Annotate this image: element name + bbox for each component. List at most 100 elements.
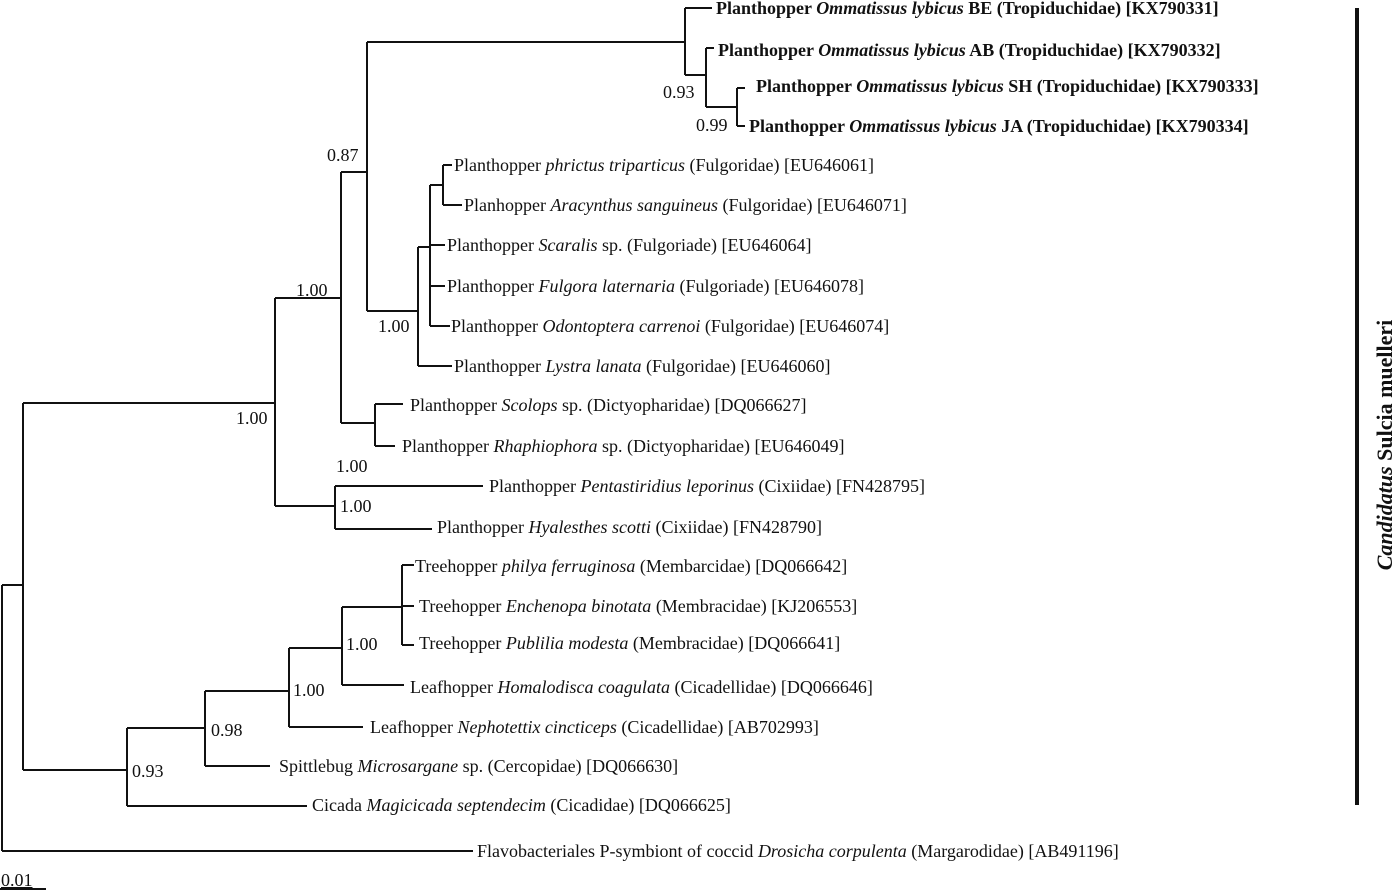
taxon-label-italic: philya ferruginosa [500,556,636,576]
taxon-label-italic: Scolops [502,395,558,415]
support-value: 1.00 [296,280,328,300]
taxon-label-italic: Lystra lanata [545,356,642,376]
taxon-label: Planthopper Ommatissus lybicus JA (Tropi… [749,116,1249,137]
taxon-label-prefix: Flavobacteriales P-symbiont of coccid [477,841,758,861]
taxon-label-suffix: (Fulgoridae) [EU646074] [700,316,889,337]
taxon-label-italic: Ommatissus lybicus [816,0,964,18]
taxon-label-italic: Enchenopa binotata [505,596,651,616]
taxon-label-suffix: (Fulgoridae) [EU646060] [641,356,830,377]
taxon-label: Planthopper Hyalesthes scotti (Cixiidae)… [437,517,822,538]
taxon-label-suffix: (Fulgoriade) [EU646078] [675,276,864,297]
taxon-label: Planthopper phrictus triparticus (Fulgor… [454,155,874,176]
taxon-label-prefix: Cicada [312,795,366,815]
taxon-label-italic: Microsargane [357,756,459,776]
taxon-label-suffix: (Cixiidae) [FN428790] [651,517,822,538]
taxon-label-suffix: (Membarcidae) [DQ066642] [635,556,847,577]
taxon-label: Planthopper Lystra lanata (Fulgoridae) [… [454,356,830,377]
taxon-label-italic: Magicicada septendecim [365,795,545,815]
taxon-label-italic: Aracynthus sanguineus [549,195,717,215]
taxon-label-suffix: (Cicadellidae) [AB702993] [617,717,819,738]
taxon-label: Planthopper Fulgora laternaria (Fulgoria… [447,276,864,297]
taxon-label: Leafhopper Homalodisca coagulata (Cicade… [410,677,873,698]
taxon-label-suffix: (Fulgoridae) [EU646071] [718,195,907,216]
taxon-label-suffix: sp. (Cercopidae) [DQ066630] [458,756,678,777]
taxon-label-prefix: Spittlebug [279,756,358,776]
taxon-label-suffix: (Cicadellidae) [DQ066646] [670,677,873,698]
taxon-label: Treehopper Enchenopa binotata (Membracid… [419,596,857,617]
taxon-label-prefix: Planthopper [756,76,856,96]
scale-bar: 0.01 [1,870,33,890]
taxon-label-suffix: (Fulgoridae) [EU646061] [685,155,874,176]
support-value: 1.00 [236,408,268,428]
taxon-label-suffix: BE (Tropiduchidae) [KX790331] [964,0,1219,19]
taxon-label: Planthopper Pentastiridius leporinus (Ci… [489,476,925,497]
taxon-label: Planthopper Rhaphiophora sp. (Dictyophar… [402,436,844,457]
taxon-label-italic: Nephotettix cincticeps [456,717,616,737]
taxon-label: Flavobacteriales P-symbiont of coccid Dr… [477,841,1119,862]
taxon-label-italic: Odontoptera carrenoi [543,316,701,336]
taxon-label: Planthopper Ommatissus lybicus BE (Tropi… [716,0,1219,19]
taxon-label-prefix: Planthopper [402,436,494,456]
taxon-label-suffix: SH (Tropiduchidae) [KX790333] [1004,76,1259,97]
taxon-label-prefix: Planthopper [447,235,539,255]
clade-label: Candidatus Sulcia muelleri [1372,320,1398,571]
taxon-label-prefix: Planthopper [454,155,546,175]
taxon-label-prefix: Planthopper [749,116,849,136]
taxon-label-suffix: (Margarodidae) [AB491196] [907,841,1119,862]
taxon-label-prefix: Treehopper [419,633,506,653]
taxon-label-italic: Rhaphiophora [493,436,598,456]
taxon-label-italic: Ommatissus lybicus [818,40,966,60]
taxon-label-italic: phrictus triparticus [544,155,686,175]
taxon-label-prefix: Planhopper [464,195,550,215]
support-value: 0.93 [132,761,164,781]
taxon-label-prefix: Planthopper [489,476,581,496]
taxon-label: Planhopper Aracynthus sanguineus (Fulgor… [464,195,907,216]
taxon-label: Planthopper Odontoptera carrenoi (Fulgor… [451,316,889,337]
clade-label-genus: Candidatus [1372,466,1397,571]
taxon-label: Treehopper Publilia modesta (Membracidae… [419,633,840,654]
taxon-label: Leafhopper Nephotettix cincticeps (Cicad… [370,717,819,738]
support-value: 0.99 [696,115,728,135]
taxon-label-italic: Homalodisca coagulata [496,677,670,697]
taxon-label-italic: Fulgora laternaria [538,276,676,296]
taxon-label: Planthopper Ommatissus lybicus AB (Tropi… [718,40,1221,61]
clade-bracket-bar [1355,8,1359,805]
taxon-label-suffix: AB (Tropiduchidae) [KX790332] [966,40,1221,61]
taxon-label: Cicada Magicicada septendecim (Cicadidae… [312,795,731,816]
taxon-label-prefix: Planthopper [410,395,502,415]
taxon-label: Planthopper Scolops sp. (Dictyopharidae)… [410,395,806,416]
taxon-label-italic: Ommatissus lybicus [856,76,1004,96]
taxon-label-prefix: Leafhopper [410,677,497,697]
support-value: 0.93 [663,82,695,102]
taxon-label-prefix: Planthopper [451,316,543,336]
support-value: 1.00 [336,456,368,476]
taxon-label-italic: Scaralis [539,235,598,255]
taxon-label: Treehopper philya ferruginosa (Membarcid… [415,556,847,577]
taxon-label-suffix: sp. (Fulgoriade) [EU646064] [598,235,812,256]
taxon-label-suffix: (Cicadidae) [DQ066625] [546,795,731,816]
taxon-label-suffix: JA (Tropiduchidae) [KX790334] [997,116,1249,137]
support-value: 1.00 [340,496,372,516]
taxon-label-prefix: Planthopper [718,40,818,60]
taxon-label-prefix: Planthopper [447,276,539,296]
support-value: 1.00 [378,316,410,336]
clade-label-species: Sulcia muelleri [1372,319,1397,467]
taxon-label-suffix: (Cixiidae) [FN428795] [754,476,925,497]
taxon-label-italic: Hyalesthes scotti [528,517,651,537]
support-value: 1.00 [293,680,325,700]
taxon-label-suffix: sp. (Dictyopharidae) [EU646049] [598,436,845,457]
taxon-label-prefix: Planthopper [437,517,529,537]
taxon-label-prefix: Treehopper [415,556,502,576]
taxon-label-italic: Publilia modesta [505,633,629,653]
taxon-label-suffix: sp. (Dictyopharidae) [DQ066627] [558,395,807,416]
support-value: 1.00 [346,634,378,654]
taxon-label-prefix: Planthopper [716,0,816,18]
support-value: 0.87 [327,145,359,165]
taxon-label-prefix: Treehopper [419,596,506,616]
taxon-label-prefix: Planthopper [454,356,546,376]
support-value: 0.98 [211,720,243,740]
taxon-label-suffix: (Membracidae) [DQ066641] [628,633,840,654]
taxon-label: Spittlebug Microsargane sp. (Cercopidae)… [279,756,678,777]
taxon-label-suffix: (Membracidae) [KJ206553] [651,596,857,617]
